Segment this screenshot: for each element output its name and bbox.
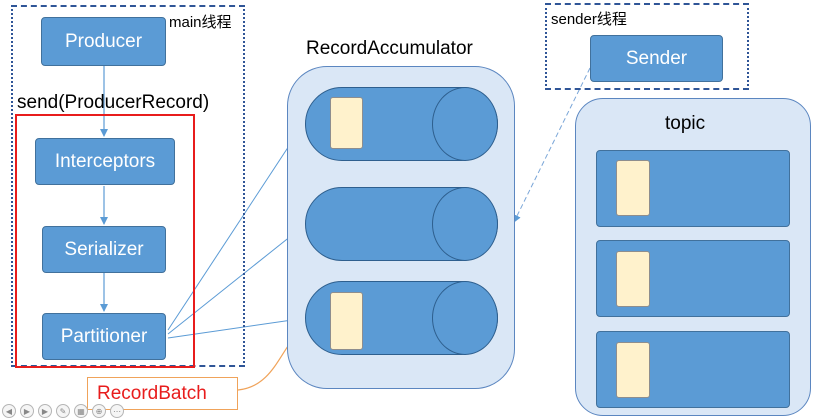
play-icon[interactable]: ▶ — [20, 404, 34, 418]
partition-queue-3-end — [432, 281, 498, 355]
interceptors-node: Interceptors — [35, 138, 175, 185]
slide-toolbar: ◀ ▶ ▶ ✎ ▦ ⊕ ⋯ — [0, 402, 130, 420]
topic-partition-1-record — [616, 160, 650, 216]
partition-queue-2-end — [432, 187, 498, 261]
partitioner-node: Partitioner — [42, 313, 166, 360]
zoom-icon[interactable]: ⊕ — [92, 404, 106, 418]
arrow-partitioner-batch-1 — [167, 119, 307, 331]
record-batch-3 — [330, 292, 363, 350]
serializer-node: Serializer — [42, 226, 166, 273]
prev-slide-icon[interactable]: ◀ — [2, 404, 16, 418]
record-batch-1 — [330, 97, 363, 149]
partition-queue-1-end — [432, 87, 498, 161]
more-icon[interactable]: ⋯ — [110, 404, 124, 418]
arrow-partitioner-batch-2 — [167, 223, 307, 335]
pen-icon[interactable]: ✎ — [56, 404, 70, 418]
main-thread-label: main线程 — [169, 14, 232, 31]
topic-title: topic — [665, 113, 706, 134]
sender-node: Sender — [590, 35, 723, 82]
producer-node: Producer — [41, 17, 166, 66]
grid-icon[interactable]: ▦ — [74, 404, 88, 418]
sender-thread-label: sender线程 — [551, 11, 627, 28]
record-batch-callout: RecordBatch — [87, 377, 238, 410]
topic-partition-3-record — [616, 342, 650, 398]
send-call-label: send(ProducerRecord) — [17, 92, 210, 113]
accumulator-title: RecordAccumulator — [306, 38, 473, 59]
next-slide-icon[interactable]: ▶ — [38, 404, 52, 418]
pipeline-highlight — [15, 114, 195, 368]
arrow-partitioner-batch-3 — [167, 315, 307, 339]
sender-thread-container — [545, 3, 749, 90]
topic-partition-2-record — [616, 251, 650, 307]
arrow-sender-accumulator — [513, 67, 591, 223]
